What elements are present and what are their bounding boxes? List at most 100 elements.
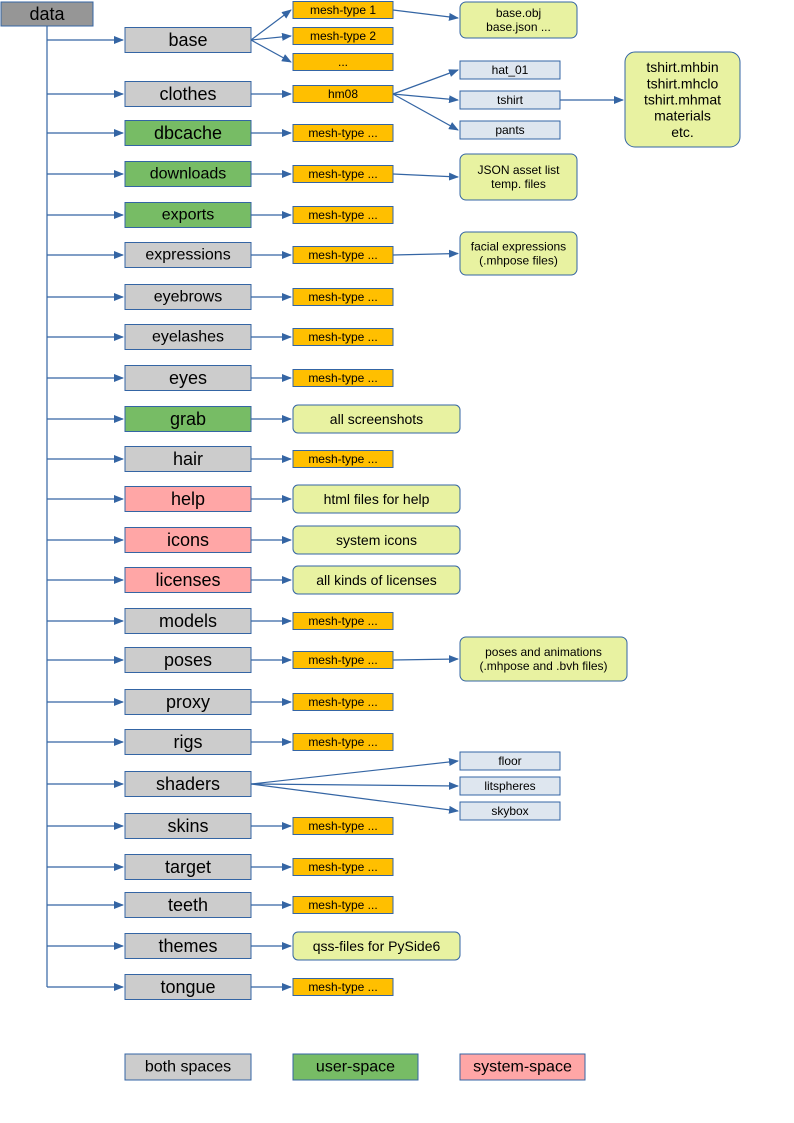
legend-system-space-label: system-space: [473, 1059, 572, 1076]
meshtype-box-expressions: mesh-type ...: [292, 246, 394, 264]
meshtype-box-downloads-shape: [292, 165, 394, 183]
file-box-tshirt-label: tshirt: [497, 93, 524, 107]
meshtype-box-tongue-label: mesh-type ...: [308, 980, 377, 994]
connector-base-to-meshtype-0: [250, 9, 292, 41]
meshtype-box-base-1-label: mesh-type 2: [310, 29, 376, 43]
folder-hair-shape: [124, 446, 252, 472]
note-poses-description-label: poses and animations: [485, 645, 602, 659]
meshtype-box-poses-shape: [292, 651, 394, 669]
note-downloads-description-label: temp. files: [491, 177, 546, 191]
meshtype-box-dbcache-shape: [292, 124, 394, 142]
meshtype-box-models-label: mesh-type ...: [308, 614, 377, 628]
folder-expressions-shape: [124, 242, 252, 268]
meshtype-box-dbcache-label: mesh-type ...: [308, 126, 377, 140]
folder-models-shape: [124, 608, 252, 634]
meshtype-box-tongue-shape: [292, 978, 394, 996]
root-node-data-label: data: [29, 4, 65, 24]
folder-proxy-shape: [124, 689, 252, 715]
note-expressions-description-shape: [459, 231, 578, 276]
meshtype-box-eyelashes-label: mesh-type ...: [308, 330, 377, 344]
meshtype-box-models-shape: [292, 612, 394, 630]
note-licenses: all kinds of licenses: [292, 565, 461, 595]
file-box-tshirt-shape: [459, 90, 561, 110]
legend-both-spaces-shape: [124, 1053, 252, 1081]
folder-licenses-shape: [124, 567, 252, 593]
folder-teeth-label: teeth: [168, 895, 208, 915]
connector-shaders-to-litspheres: [250, 781, 459, 790]
meshtype-box-skins: mesh-type ...: [292, 817, 394, 835]
meshtype-box-exports-shape: [292, 206, 394, 224]
folder-teeth-shape: [124, 892, 252, 918]
meshtype-box-hair: mesh-type ...: [292, 450, 394, 468]
meshtype-box-target-label: mesh-type ...: [308, 860, 377, 874]
legend-both-spaces: both spaces: [124, 1053, 252, 1081]
file-box-hat-01-label: hat_01: [492, 63, 529, 77]
folder-help-label: help: [171, 489, 205, 509]
file-box-floor: floor: [459, 751, 561, 771]
root-node-data: data: [0, 1, 94, 27]
meshtype-box-models: mesh-type ...: [292, 612, 394, 630]
folder-eyebrows-shape: [124, 284, 252, 310]
folder-expressions: expressions: [124, 242, 252, 268]
meshtype-box-poses: mesh-type ...: [292, 651, 394, 669]
note-base-files: base.objbase.json ...: [459, 1, 578, 39]
file-box-pants-label: pants: [495, 123, 524, 137]
file-box-hat-01-shape: [459, 60, 561, 80]
legend-user-space-shape: [292, 1053, 419, 1081]
note-expressions-description: facial expressions(.mhpose files): [459, 231, 578, 276]
folder-proxy-label: proxy: [166, 692, 210, 712]
meshtype-box-teeth-label: mesh-type ...: [308, 898, 377, 912]
meshtype-box-exports-label: mesh-type ...: [308, 208, 377, 222]
meshtype-box-teeth: mesh-type ...: [292, 896, 394, 914]
folder-rigs: rigs: [124, 729, 252, 755]
folder-target-label: target: [165, 857, 211, 877]
meshtype-box-proxy-label: mesh-type ...: [308, 695, 377, 709]
folder-eyes-shape: [124, 365, 252, 391]
folder-exports-label: exports: [162, 207, 214, 224]
file-box-tshirt: tshirt: [459, 90, 561, 110]
note-icons-label: system icons: [336, 532, 417, 548]
meshtype-box-eyes-shape: [292, 369, 394, 387]
file-box-skybox-label: skybox: [491, 804, 528, 818]
folder-poses: poses: [124, 647, 252, 673]
meshtype-box-hm08-label: hm08: [328, 87, 358, 101]
folder-themes-shape: [124, 933, 252, 959]
legend-system-space: system-space: [459, 1053, 586, 1081]
meshtype-box-rigs: mesh-type ...: [292, 733, 394, 751]
meshtype-box-base-2: ...: [292, 53, 394, 71]
meshtype-box-base-0-shape: [292, 1, 394, 19]
note-expressions-description-label: (.mhpose files): [479, 253, 558, 267]
folder-downloads-label: downloads: [150, 166, 227, 183]
meshtype-box-poses-label: mesh-type ...: [308, 653, 377, 667]
connector-hm08-to-hat-01: [392, 69, 459, 95]
connector-layer: [46, 9, 624, 991]
meshtype-box-eyes-label: mesh-type ...: [308, 371, 377, 385]
folder-icons-label: icons: [167, 530, 209, 550]
meshtype-box-rigs-label: mesh-type ...: [308, 735, 377, 749]
folder-shaders: shaders: [124, 771, 252, 797]
note-poses-description-label: (.mhpose and .bvh files): [479, 659, 607, 673]
note-help-label: html files for help: [324, 491, 430, 507]
folder-downloads: downloads: [124, 161, 252, 187]
folder-downloads-shape: [124, 161, 252, 187]
meshtype-box-proxy: mesh-type ...: [292, 693, 394, 711]
file-box-pants-shape: [459, 120, 561, 140]
meshtype-box-eyes: mesh-type ...: [292, 369, 394, 387]
note-help-shape: [292, 484, 461, 514]
note-downloads-description-label: JSON asset list: [477, 163, 560, 177]
folder-clothes: clothes: [124, 81, 252, 107]
folder-skins: skins: [124, 813, 252, 839]
folder-base: base: [124, 27, 252, 53]
folder-base-shape: [124, 27, 252, 53]
connector-shaders-to-skybox: [250, 783, 459, 814]
note-base-files-label: base.obj: [496, 6, 541, 20]
folder-licenses-label: licenses: [155, 570, 220, 590]
folder-rigs-shape: [124, 729, 252, 755]
legend-system-space-shape: [459, 1053, 586, 1081]
note-icons: system icons: [292, 525, 461, 555]
folder-proxy: proxy: [124, 689, 252, 715]
folder-eyelashes: eyelashes: [124, 324, 252, 350]
folder-exports-shape: [124, 202, 252, 228]
